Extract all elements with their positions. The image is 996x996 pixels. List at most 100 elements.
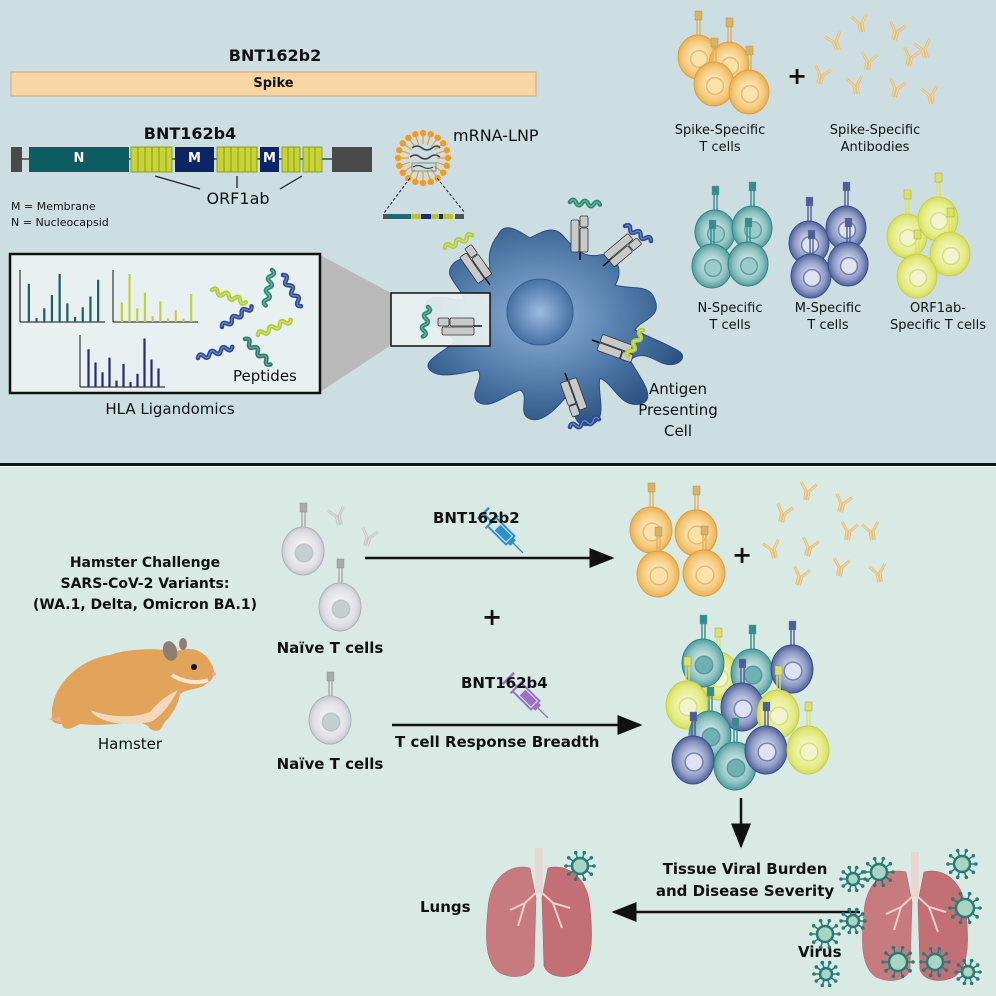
peptide: [280, 272, 304, 309]
arrow-sublabel-breadth: T cell Response Breadth: [395, 733, 600, 751]
t-cell: [629, 482, 673, 554]
spike-t-cells-label-line-2: T cells: [699, 140, 741, 155]
virus-particle: [809, 918, 841, 950]
top-cell-groups: [677, 10, 971, 299]
naive-t-cells-label-2: Naïve T cells: [276, 755, 384, 773]
m-t-cells-label-line-2: T cells: [807, 318, 849, 333]
lnp-icon: [394, 129, 452, 187]
spike-antibody-result: [832, 557, 851, 577]
construct-segment-orf1ab-4: [302, 146, 323, 173]
virus-particle: [812, 960, 840, 988]
t-cell: [682, 525, 726, 597]
t-cell: [827, 217, 869, 287]
spike-antibodies-label-line-2: Antibodies: [840, 140, 910, 155]
t-cell: [720, 658, 764, 732]
plus-sign-bottom-right: +: [732, 541, 753, 569]
virus-particle: [839, 865, 867, 893]
spike-antibody: [850, 13, 869, 33]
plus-sign-top: +: [787, 62, 808, 90]
challenge-title-line-3: (WA.1, Delta, Omicron BA.1): [33, 597, 257, 613]
syringe-bnt162b2-icon: [476, 506, 524, 554]
m-t-cells-label: M-Specific T cells: [778, 300, 878, 334]
orf1ab-specific-t-cells: [886, 172, 971, 299]
m-specific-t-cells: [788, 181, 869, 299]
bnt162b4-construct: [11, 146, 372, 190]
virus-particle: [948, 891, 982, 925]
legend-nucleocapsid: N = Nucleocapsid: [11, 216, 109, 229]
spike-antibody-result: [835, 492, 854, 513]
peptide: [624, 327, 646, 359]
spike-antibody-result: [861, 521, 880, 541]
virus-particle: [881, 945, 915, 979]
arrow-label-bnt162b4: BNT162b4: [461, 674, 548, 692]
t-cell: [790, 229, 832, 299]
hla-callout-content: [419, 304, 482, 339]
peptides-label: Peptides: [233, 367, 297, 385]
t-cell: [896, 229, 938, 299]
challenge-title-line-2: SARS-CoV-2 Variants:: [60, 576, 230, 592]
spike-t-cells-label: Spike-Specific T cells: [660, 122, 780, 156]
apc-nucleus: [506, 278, 574, 346]
mhc-molecule: [459, 244, 492, 286]
spectrum-2: [112, 270, 198, 323]
spike-antibody: [845, 75, 864, 95]
n-t-cells-label-line-1: N-Specific: [697, 301, 763, 316]
spike-antibody: [920, 85, 939, 105]
mhc-molecule: [570, 215, 589, 260]
t-cell: [731, 181, 773, 251]
virus-particle: [564, 850, 596, 882]
t-cell: [825, 181, 867, 251]
bottom-antibodies: [761, 481, 887, 586]
virus-particle: [946, 848, 978, 880]
spike-antibodies-label-line-1: Spike-Specific: [829, 123, 921, 138]
spike-specific-t-cells: [677, 10, 770, 115]
peptide: [622, 222, 654, 244]
t-cell: [693, 37, 735, 107]
mhc-molecules: [442, 197, 654, 430]
construct-m-label-2: M: [263, 151, 276, 166]
spike-bar: [10, 71, 537, 97]
peptide: [209, 286, 249, 306]
lungs-label: Lungs: [420, 898, 471, 916]
virus-particles: [564, 848, 982, 988]
spike-antibody-result: [799, 481, 818, 501]
naive-t-cell: [308, 671, 352, 745]
t-cell: [786, 701, 830, 775]
spectrum-3: [79, 335, 165, 388]
naive-t-cell: [318, 558, 362, 632]
hamster-label: Hamster: [97, 735, 163, 753]
peptide: [219, 304, 254, 330]
spike-specific-t-cells-result: [629, 482, 726, 598]
challenge-title-line-1: Hamster Challenge: [69, 555, 221, 571]
mrna-lnp-label: mRNA-LNP: [453, 126, 539, 145]
construct-flank-right: [332, 147, 372, 172]
hamster-icon: [48, 638, 216, 731]
t-cell: [681, 614, 725, 688]
spike-antibody: [823, 30, 842, 52]
apc-label-line-3: Cell: [663, 422, 693, 440]
healthy-lungs-icon: [486, 848, 592, 977]
t-cell: [674, 485, 718, 557]
virus-particle: [839, 907, 867, 935]
outcome-label-line-1: Tissue Viral Burden: [662, 860, 828, 878]
broad-t-cell-response: [665, 614, 830, 791]
spike-antibody: [860, 51, 879, 71]
construct-flank-left: [11, 147, 22, 172]
lnp-mrna-strip: [383, 177, 466, 219]
virus-particle: [954, 958, 982, 986]
naive-antibody: [361, 526, 380, 547]
m-t-cells-label-line-1: M-Specific: [794, 301, 862, 316]
t-cell: [728, 45, 770, 115]
zoom-wedge: [320, 255, 391, 392]
construct-segment-orf1ab-3: [281, 146, 301, 173]
spike-antibody: [903, 46, 922, 67]
construct-m-label-1: M: [188, 151, 201, 166]
spike-antibody-result: [840, 521, 859, 541]
virus-particle: [863, 856, 895, 888]
hla-spectra: [19, 270, 198, 388]
mhc-molecule: [437, 317, 482, 336]
naive-antibodies: [326, 505, 380, 547]
naive-t-cell: [281, 502, 325, 576]
t-cell: [671, 711, 715, 785]
